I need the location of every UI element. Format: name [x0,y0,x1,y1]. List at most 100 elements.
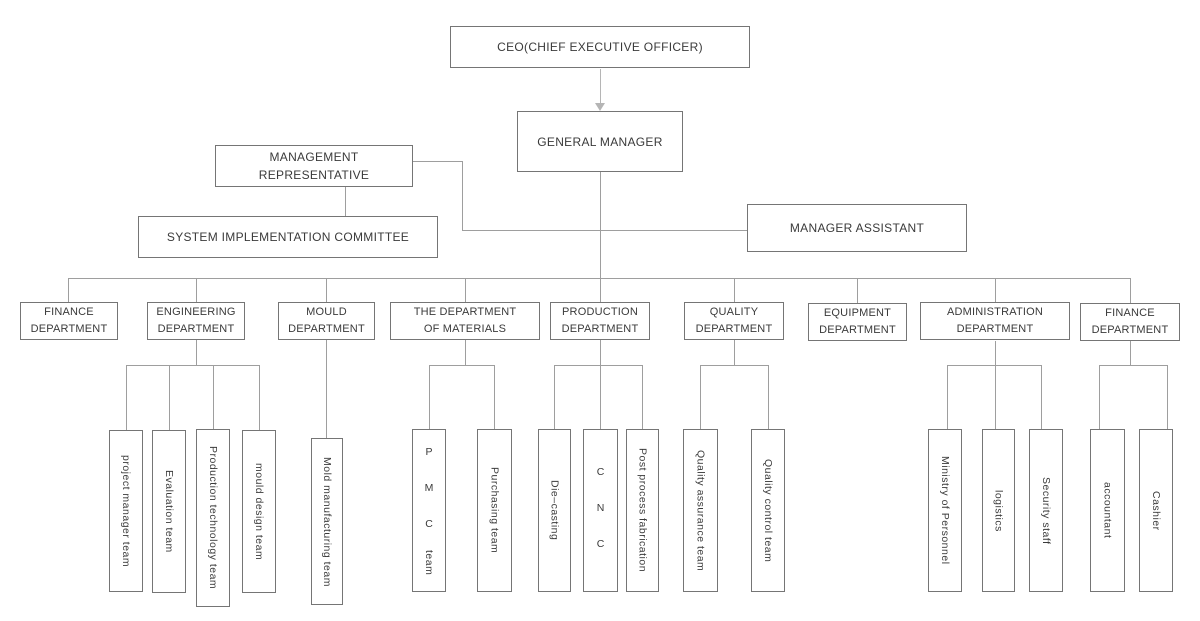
team-label: mould design team [253,462,265,561]
team-label: Security staff [1040,476,1052,545]
team-box-mould-design-team: mould design team [242,430,276,593]
connector-line [734,278,735,302]
connector-line [1099,365,1100,429]
connector-line [995,278,996,302]
team-box-mold-manufacturing-team: Mold manufacturing team [311,438,343,605]
connector-line [642,365,643,429]
connector-line [554,365,555,429]
dept-label: PRODUCTION DEPARTMENT [561,305,639,335]
connector-line [995,341,996,365]
org-node-ceo: CEO(CHIEF EXECUTIVE OFFICER) [450,26,750,68]
dept-box-materials: THE DEPARTMENT OF MATERIALS [390,302,540,340]
team-box-purchasing-team: Purchasing team [477,429,512,592]
dept-box-finance-right: FINANCE DEPARTMENT [1080,303,1180,341]
org-node-label: CEO(CHIEF EXECUTIVE OFFICER) [497,40,703,54]
dept-label: THE DEPARTMENT OF MATERIALS [413,305,517,335]
org-node-general-manager: GENERAL MANAGER [517,111,683,172]
team-box-security-staff: Security staff [1029,429,1063,592]
team-box-evaluation-team: Evaluation team [152,430,186,593]
connector-line [947,365,1041,366]
connector-line [126,365,260,366]
dept-label: FINANCE DEPARTMENT [1091,306,1169,336]
connector-line [1099,365,1167,366]
dept-label: EQUIPMENT DEPARTMENT [819,306,896,336]
team-label: Quality assurance team [694,449,707,572]
connector-line [126,365,127,430]
connector-line [196,278,197,302]
team-box-die-casting: Die–casting [538,429,571,592]
org-node-label: GENERAL MANAGER [537,134,663,149]
connector-line [462,230,747,231]
team-label: Die–casting [548,480,561,541]
dept-box-mould: MOULD DEPARTMENT [278,302,375,340]
connector-line [995,365,996,429]
connector-line [1130,278,1131,303]
team-box-ministry-of-personnel: Ministry of Personnel [928,429,962,592]
team-box-pmc-team: P M C team [412,429,446,592]
team-box-quality-control-team: Quality control team [751,429,785,592]
team-label: Cashier [1150,490,1162,531]
connector-line [494,365,495,429]
connector-line [1130,341,1131,365]
connector-line [600,69,601,105]
dept-box-engineering: ENGINEERING DEPARTMENT [147,302,245,340]
team-label: Production technology team [207,446,219,590]
connector-line [600,172,601,278]
org-node-management-representative: MANAGEMENT REPRESENTATIVE [215,145,413,187]
team-box-quality-assurance-team: Quality assurance team [683,429,718,592]
team-label: Post process fabrication [636,448,649,573]
team-box-accountant: accountant [1090,429,1125,592]
team-box-logistics: logistics [982,429,1015,592]
team-label: logistics [992,489,1005,532]
connector-line [857,278,858,303]
arrow-down-icon [595,103,605,111]
team-box-production-technology-team: Production technology team [196,429,230,607]
connector-line [768,365,769,429]
connector-line [326,278,327,302]
dept-box-finance-left: FINANCE DEPARTMENT [20,302,118,340]
connector-line [345,187,346,216]
connector-line [196,340,197,365]
connector-line [600,278,601,302]
connector-line [326,340,327,438]
connector-line [734,340,735,365]
connector-line [465,340,466,365]
connector-line [554,365,642,366]
org-node-manager-assistant: MANAGER ASSISTANT [747,204,967,252]
connector-line [600,365,601,429]
org-node-system-implementation-committee: SYSTEM IMPLEMENTATION COMMITTEE [138,216,438,258]
dept-box-production: PRODUCTION DEPARTMENT [550,302,650,340]
team-label: Ministry of Personnel [939,456,951,565]
team-label: team [423,549,435,576]
team-label: Mold manufacturing team [321,456,333,587]
connector-line [413,161,463,162]
team-label: P M C [423,445,435,536]
connector-line [429,365,430,429]
dept-label: ADMINISTRATION DEPARTMENT [946,305,1044,335]
team-label: accountant [1101,482,1114,539]
connector-line [68,278,69,302]
connector-line [947,365,948,429]
dept-box-equipment: EQUIPMENT DEPARTMENT [808,303,907,341]
connector-line [700,365,701,429]
connector-line [462,161,463,230]
dept-box-quality: QUALITY DEPARTMENT [684,302,784,340]
connector-line [68,278,1131,279]
org-node-label: SYSTEM IMPLEMENTATION COMMITTEE [166,230,410,244]
connector-line [465,278,466,302]
connector-line [213,365,214,429]
dept-label: ENGINEERING DEPARTMENT [156,305,236,335]
team-label: Purchasing team [488,467,501,554]
connector-line [169,365,170,430]
connector-line [429,365,495,366]
connector-line [600,340,601,365]
dept-label: QUALITY DEPARTMENT [695,305,773,335]
team-label: Quality control team [762,458,774,563]
team-box-project-manager-team: project manager team [109,430,143,592]
dept-label: MOULD DEPARTMENT [288,305,365,335]
org-node-label: MANAGER ASSISTANT [789,221,925,235]
dept-label: FINANCE DEPARTMENT [30,305,108,335]
team-box-cashier: Cashier [1139,429,1173,592]
connector-line [1041,365,1042,429]
